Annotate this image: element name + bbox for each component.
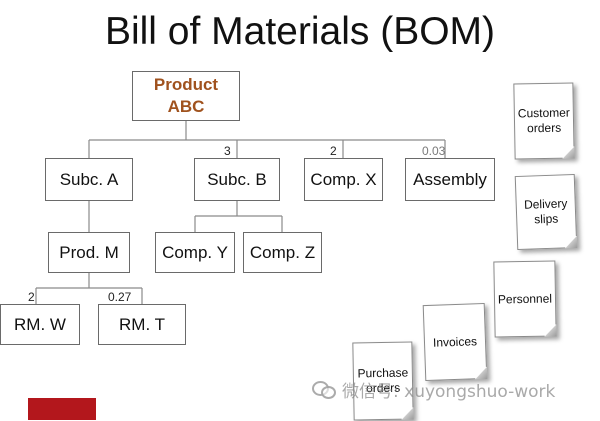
rm-w-node: RM. W	[0, 304, 80, 345]
customer-orders-label: Customer orders	[517, 105, 570, 136]
wechat-icon	[312, 380, 336, 399]
assembly-node: Assembly	[405, 158, 495, 201]
page-curl-icon	[544, 324, 557, 337]
invoices-label: Invoices	[432, 333, 478, 350]
comp-x-quantity: 2	[330, 144, 337, 158]
personnel-label: Personnel	[497, 291, 553, 306]
customer-orders-document: Customer orders	[513, 82, 575, 160]
prod-m-node: Prod. M	[48, 232, 130, 273]
product-abc-line1: Product	[153, 75, 219, 94]
comp-z-node: Comp. Z	[243, 232, 322, 273]
rm-t-node: RM. T	[98, 304, 186, 345]
subc-b-quantity: 3	[224, 144, 231, 158]
comp-y-node: Comp. Y	[155, 232, 235, 273]
watermark-text: 微信号: xuyongshuo-work	[342, 381, 556, 402]
page-curl-icon	[401, 407, 414, 420]
wechat-watermark: 微信号: xuyongshuo-work	[312, 378, 600, 402]
comp-x-node: Comp. X	[304, 158, 383, 201]
product-abc-node: Product ABC	[132, 71, 240, 121]
subc-a-node: Subc. A	[45, 158, 133, 201]
personnel-document: Personnel	[493, 260, 557, 338]
invoices-document: Invoices	[422, 302, 488, 382]
assembly-quantity: 0.03	[422, 144, 446, 158]
rm-t-quantity: 0.27	[108, 290, 132, 304]
product-abc-line2: ABC	[167, 97, 205, 116]
page-curl-icon	[562, 146, 575, 159]
delivery-slips-document: Delivery slips	[514, 173, 578, 251]
page-title: Bill of Materials (BOM)	[104, 10, 496, 53]
page-curl-icon	[564, 235, 578, 249]
red-accent-block	[28, 398, 96, 420]
rm-w-quantity: 2	[28, 290, 35, 304]
subc-b-node: Subc. B	[194, 158, 280, 201]
delivery-slips-label: Delivery slips	[523, 196, 568, 227]
